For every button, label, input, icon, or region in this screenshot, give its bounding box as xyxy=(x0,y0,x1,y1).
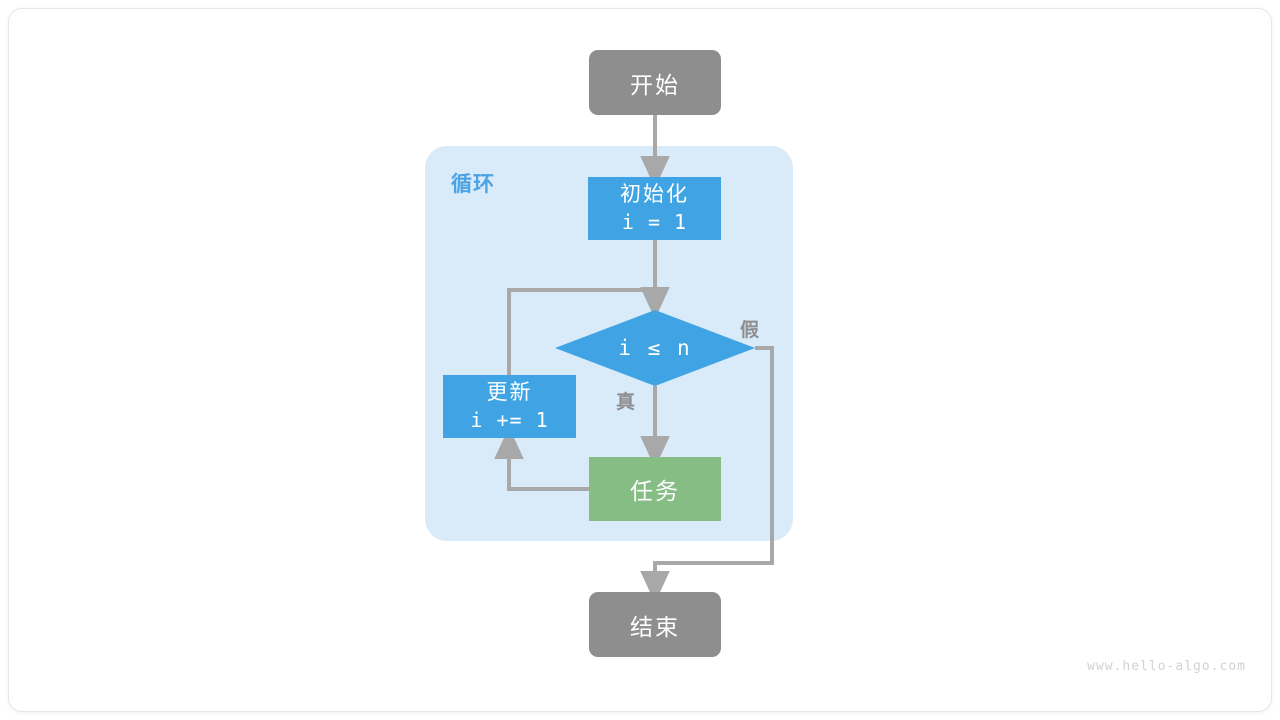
node-task-label: 任务 xyxy=(630,478,680,504)
edge-label-true: 真 xyxy=(616,392,636,413)
node-init-line1: 初始化 xyxy=(620,183,689,207)
edge-label-false: 假 xyxy=(740,320,760,341)
node-end[interactable]: 结束 xyxy=(589,592,721,657)
loop-group-label: 循环 xyxy=(451,173,495,196)
node-update-line2: i += 1 xyxy=(470,408,549,433)
node-end-label: 结束 xyxy=(630,613,680,640)
node-start-label: 开始 xyxy=(630,71,680,98)
node-update[interactable]: 更新 i += 1 xyxy=(443,375,576,438)
node-task[interactable]: 任务 xyxy=(589,457,721,521)
node-start[interactable]: 开始 xyxy=(589,50,721,115)
node-init[interactable]: 初始化 i = 1 xyxy=(588,177,721,240)
node-init-line2: i = 1 xyxy=(621,210,688,235)
node-decision-label: i ≤ n xyxy=(618,336,692,360)
diamond-shape-icon xyxy=(555,310,755,386)
node-decision[interactable]: i ≤ n xyxy=(555,310,755,386)
node-update-line1: 更新 xyxy=(486,381,533,405)
watermark: www.hello-algo.com xyxy=(1087,659,1246,674)
